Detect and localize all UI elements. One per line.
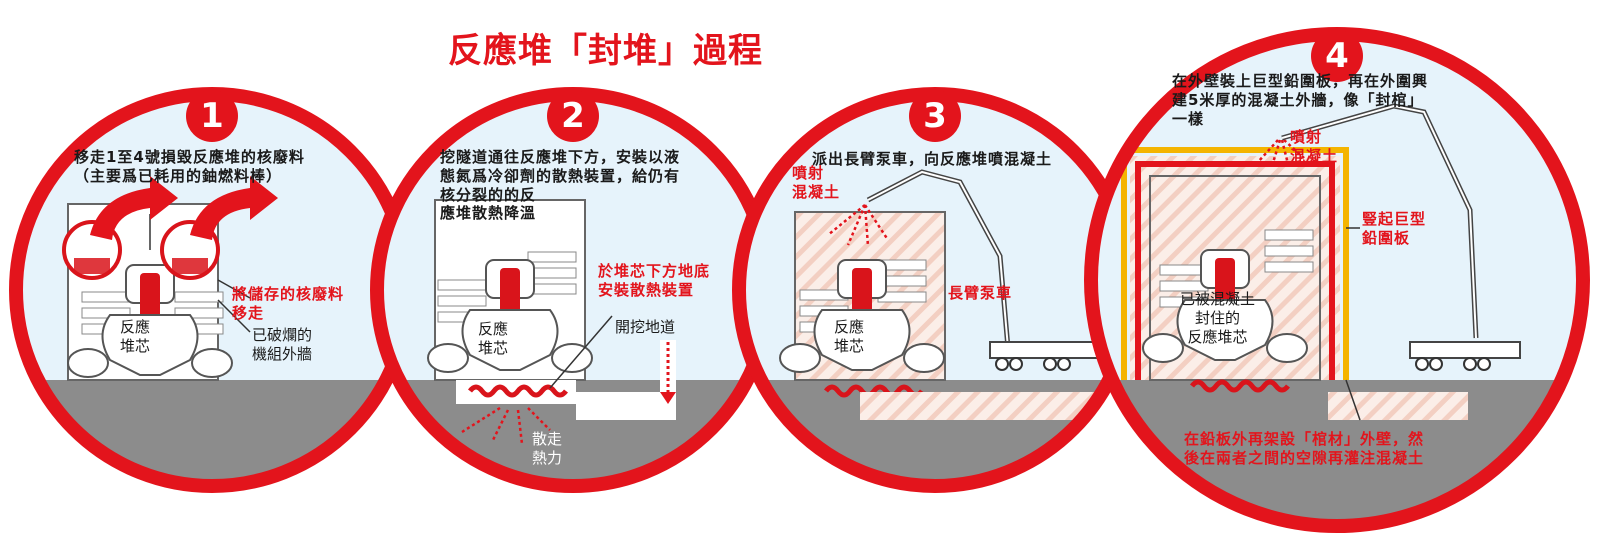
step-4-description: 在外壁裝上巨型鉛圍板，再在外圍興 建5米厚的混凝土外牆，像「封棺」 一樣 [1172,72,1429,128]
step-2-tunnel-label: 開挖地道 [615,318,676,336]
step-3-truck-label: 長臂泵車 [948,284,1013,302]
step-2-heat-label: 散走 熱力 [532,430,563,467]
step-3-description: 派出長臂泵車，向反應堆噴混凝土 [812,150,1053,168]
step-1-wall-note: 已破爛的 機組外牆 [252,326,313,363]
step-2-description: 挖隧道通往反應堆下方，安裝以液 態氮爲冷卻劑的散熱裝置，給仍有 核分裂的的反 應… [440,148,681,223]
step-4-bottom-note: 在鉛板外再架設「棺材」外壁，然 後在兩者之間的空隙再灌注混凝土 [1184,430,1425,467]
step-1-waste-note: 將儲存的核廢料 移走 [232,285,345,322]
step-4-panel-label: 豎起巨型 鉛圍板 [1362,210,1427,247]
step-4-number: 4 [1311,30,1363,82]
step-4-panel [1084,27,1590,533]
step-4-core-label: 已被混凝土 封住的 反應堆芯 [1180,290,1256,346]
page-title: 反應堆「封堆」過程 [448,31,763,71]
step-2-panel [370,87,776,493]
step-3-core-label: 反應 堆芯 [834,318,865,355]
step-2-cooling-note: 於堆芯下方地底 安裝散熱裝置 [598,262,711,299]
step-2-number: 2 [547,90,599,142]
step-3-spray-label: 噴射 混凝土 [792,164,841,201]
step-2-core-label: 反應 堆芯 [478,320,509,357]
step-1-number: 1 [186,90,238,142]
step-1-core-label: 反應 堆芯 [120,318,151,355]
step-1-description: 移走1至4號損毀反應堆的核廢料 （主要爲已耗用的鈾燃料棒） [74,148,305,185]
step-3-number: 3 [909,90,961,142]
step-4-spray-label: 噴射 混凝土 [1290,128,1339,165]
